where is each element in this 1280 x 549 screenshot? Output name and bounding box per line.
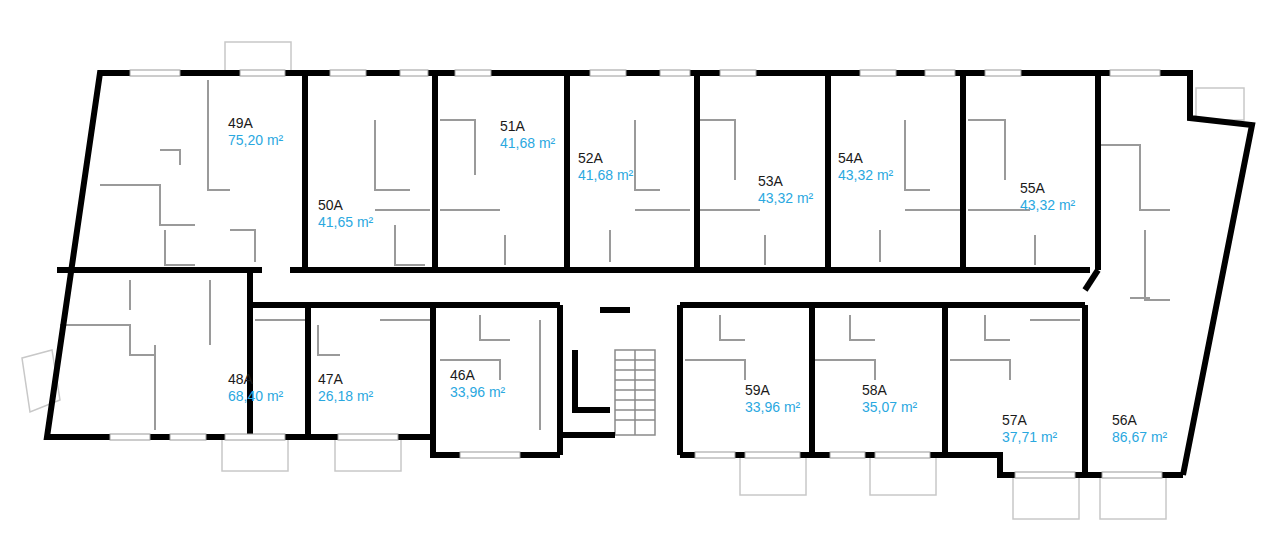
- apartment-unit: 51A41,68 m²: [500, 118, 555, 152]
- unit-number: 59A: [745, 382, 800, 399]
- apartment-unit: 47A26,18 m²: [318, 371, 373, 405]
- unit-area: 43,32 m²: [838, 167, 893, 184]
- apartment-unit: 57A37,71 m²: [1002, 412, 1057, 446]
- unit-number: 46A: [450, 367, 505, 384]
- unit-area: 41,65 m²: [318, 214, 373, 231]
- unit-area: 68,40 m²: [228, 388, 283, 405]
- unit-area: 75,20 m²: [228, 132, 283, 149]
- unit-number: 57A: [1002, 412, 1057, 429]
- unit-number: 49A: [228, 115, 283, 132]
- apartment-unit: 50A41,65 m²: [318, 197, 373, 231]
- unit-area: 86,67 m²: [1112, 429, 1167, 446]
- unit-number: 53A: [758, 173, 813, 190]
- apartment-unit: 49A75,20 m²: [228, 115, 283, 149]
- apartment-unit: 53A43,32 m²: [758, 173, 813, 207]
- unit-number: 58A: [862, 382, 917, 399]
- apartment-unit: 54A43,32 m²: [838, 150, 893, 184]
- unit-area: 37,71 m²: [1002, 429, 1057, 446]
- unit-number: 56A: [1112, 412, 1167, 429]
- unit-number: 55A: [1020, 180, 1075, 197]
- unit-area: 35,07 m²: [862, 399, 917, 416]
- apartment-unit: 48A68,40 m²: [228, 371, 283, 405]
- unit-number: 54A: [838, 150, 893, 167]
- unit-area: 41,68 m²: [500, 135, 555, 152]
- unit-number: 51A: [500, 118, 555, 135]
- apartment-unit: 56A86,67 m²: [1112, 412, 1167, 446]
- apartment-unit: 59A33,96 m²: [745, 382, 800, 416]
- unit-number: 47A: [318, 371, 373, 388]
- unit-area: 43,32 m²: [758, 190, 813, 207]
- unit-area: 33,96 m²: [450, 384, 505, 401]
- unit-number: 48A: [228, 371, 283, 388]
- unit-area: 33,96 m²: [745, 399, 800, 416]
- unit-area: 26,18 m²: [318, 388, 373, 405]
- unit-number: 50A: [318, 197, 373, 214]
- unit-area: 41,68 m²: [578, 167, 633, 184]
- unit-number: 52A: [578, 150, 633, 167]
- unit-area: 43,32 m²: [1020, 197, 1075, 214]
- apartment-unit: 46A33,96 m²: [450, 367, 505, 401]
- apartment-unit: 55A43,32 m²: [1020, 180, 1075, 214]
- apartment-unit: 58A35,07 m²: [862, 382, 917, 416]
- apartment-unit: 52A41,68 m²: [578, 150, 633, 184]
